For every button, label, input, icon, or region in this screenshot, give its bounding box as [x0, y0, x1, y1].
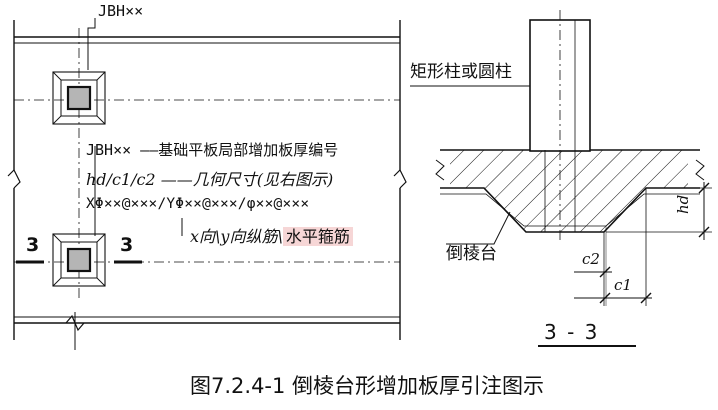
bar-note-highlight: 水平箍筋	[282, 227, 353, 246]
top-tag-label: JBH××	[98, 2, 144, 20]
column-pad-lower	[52, 233, 106, 287]
column-label: 矩形柱或圆柱	[410, 62, 512, 82]
left-break-symbol	[7, 168, 21, 189]
top-tag-leader	[87, 18, 96, 70]
slab-section-bottom-inner	[440, 193, 700, 227]
note-line-3: XΦ××@×××/YΦ××@×××/φ××@×××	[86, 196, 310, 212]
chamfer-leader	[446, 211, 511, 245]
bar-note: x向\y向纵筋\水平箍筋	[190, 227, 353, 246]
section-right-break	[695, 159, 705, 181]
right-break-symbol	[393, 168, 407, 189]
section-left-break	[435, 159, 445, 181]
section-view	[410, 10, 712, 347]
cut-mark-left-label: 3	[26, 234, 40, 256]
figure-caption: 图7.2.4-1 倒棱台形增加板厚引注图示	[190, 374, 545, 398]
slab-section-body	[450, 150, 688, 232]
dim-hd-tick-bot	[698, 226, 710, 238]
note-line-1: JBH×× ——基础平板局部增加板厚编号	[86, 141, 339, 159]
dim-hd-label: hd	[674, 194, 692, 214]
cut-mark-right-label: 3	[120, 234, 134, 256]
note-line-2: hd/c1/c2 ——几何尺寸(见右图示)	[86, 170, 334, 189]
dim-c2-label: c2	[582, 250, 600, 268]
column-lower	[66, 247, 92, 273]
dim-hd-tick-top	[698, 182, 710, 194]
dim-c1-label: c1	[614, 276, 632, 294]
column-upper	[66, 85, 92, 111]
dim-c1-tick-b	[640, 292, 652, 304]
dim-c1-tick-a	[599, 292, 611, 304]
section-title: 3 - 3	[544, 320, 600, 344]
dim-c2-tick	[599, 266, 611, 278]
chamfer-label: 倒棱台	[446, 244, 497, 264]
plan-view	[7, 18, 407, 350]
bar-note-direction: x向\y向纵筋\	[190, 227, 283, 246]
column-pad-upper	[52, 71, 106, 125]
